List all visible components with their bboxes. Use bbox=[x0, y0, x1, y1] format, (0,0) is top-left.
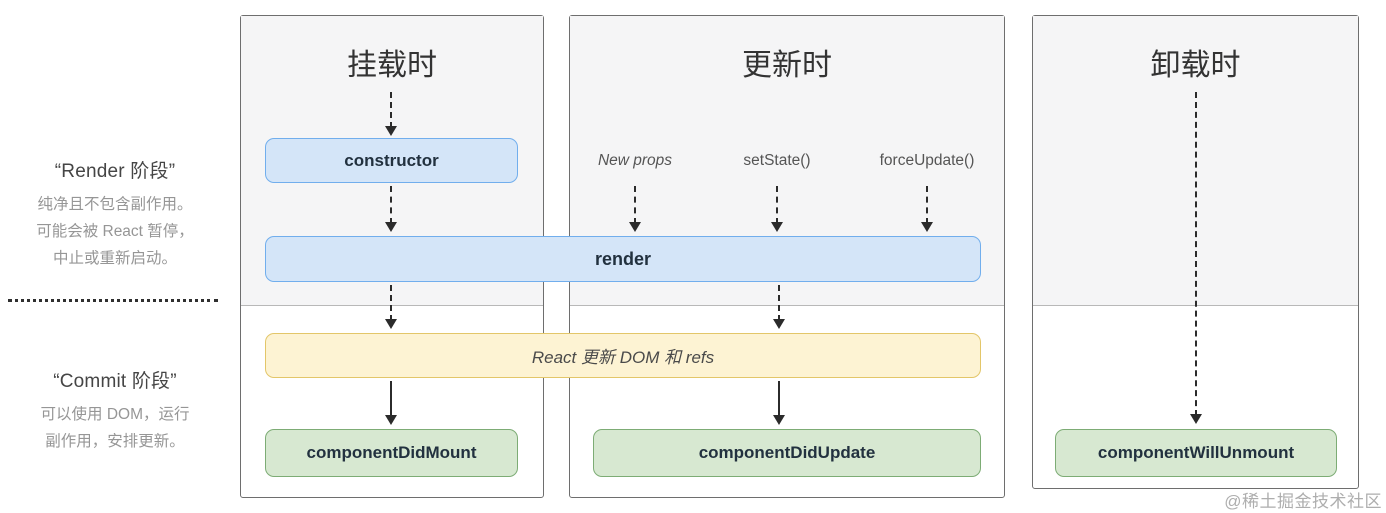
panel-mounting-title: 挂载时 bbox=[347, 49, 437, 82]
render-phase-line: 纯净且不包含副作用。 bbox=[37, 196, 193, 213]
render-phase-line: 中止或重新启动。 bbox=[52, 250, 177, 267]
panel-updating-title: 更新时 bbox=[742, 49, 832, 82]
phase-divider-dotted-line bbox=[8, 299, 218, 302]
constructor-box: constructor bbox=[265, 138, 518, 183]
commit-phase-annotation: “Commit 阶段” 可以使用 DOM，运行 副作用，安排更新。 bbox=[0, 366, 230, 455]
commit-phase-title: “Commit 阶段” bbox=[53, 371, 177, 392]
render-bar: render bbox=[265, 236, 981, 282]
trigger-setstate-label: setState() bbox=[743, 152, 811, 169]
render-label: render bbox=[594, 248, 652, 269]
component-did-update-label: componentDidUpdate bbox=[698, 443, 876, 462]
commit-phase-line: 副作用，安排更新。 bbox=[45, 433, 185, 450]
component-did-update-box: componentDidUpdate bbox=[593, 429, 981, 477]
trigger-new-props-label: New props bbox=[597, 152, 673, 169]
react-updates-dom-bar: React 更新 DOM 和 refs bbox=[265, 333, 981, 378]
panel-unmounting-title: 卸载时 bbox=[1150, 49, 1241, 82]
render-phase-annotation: “Render 阶段” 纯净且不包含副作用。 可能会被 React 暂停， 中止… bbox=[0, 156, 230, 272]
commit-phase-line: 可以使用 DOM，运行 bbox=[40, 406, 190, 423]
component-will-unmount-label: componentWillUnmount bbox=[1097, 443, 1295, 462]
react-updates-dom-label: React 更新 DOM 和 refs bbox=[531, 348, 715, 367]
component-did-mount-box: componentDidMount bbox=[265, 429, 518, 477]
render-phase-line: 可能会被 React 暂停， bbox=[36, 223, 194, 240]
trigger-forceupdate-label: forceUpdate() bbox=[879, 152, 975, 169]
watermark: @稀土掘金技术社区 bbox=[1224, 492, 1382, 511]
render-phase-title: “Render 阶段” bbox=[54, 161, 176, 182]
component-did-mount-label: componentDidMount bbox=[306, 443, 477, 462]
component-will-unmount-box: componentWillUnmount bbox=[1055, 429, 1337, 477]
constructor-label: constructor bbox=[344, 150, 439, 170]
